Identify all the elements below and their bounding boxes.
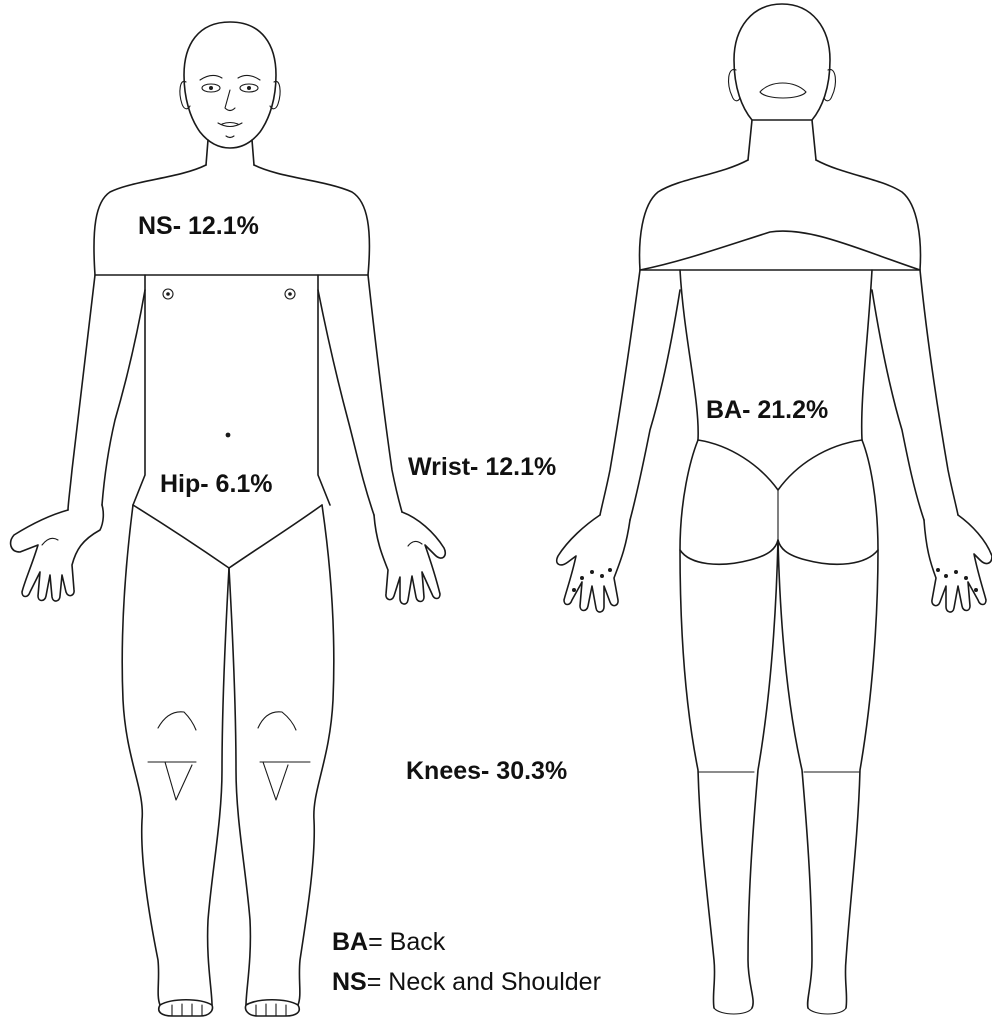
front-left-foot: [159, 1000, 213, 1016]
legend-item-neck-shoulder: NS= Neck and Shoulder: [332, 970, 601, 995]
wrist-label: Wrist- 12.1%: [408, 455, 556, 480]
legend-abbr: BA: [332, 928, 368, 956]
legend-item-back: BA= Back: [332, 930, 445, 955]
back-label: BA- 21.2%: [706, 398, 828, 423]
back-right-hand: [924, 515, 992, 612]
front-left-knee: [158, 712, 196, 730]
neck-shoulder-label: NS- 12.1%: [138, 214, 259, 239]
legend-text: = Neck and Shoulder: [367, 968, 601, 996]
back-left-hand: [557, 515, 630, 612]
front-body-figure: [11, 22, 446, 1016]
hip-label: Hip- 6.1%: [160, 472, 273, 497]
knees-label: Knees- 30.3%: [406, 759, 567, 784]
front-right-knee: [258, 712, 296, 730]
legend-text: = Back: [368, 928, 445, 956]
back-upper-region: [640, 231, 920, 270]
front-head: [184, 22, 276, 148]
back-buttocks: [680, 440, 878, 564]
back-body-figure: [557, 4, 992, 1014]
front-face: [200, 75, 260, 137]
front-right-hand: [374, 512, 445, 604]
back-head: [734, 4, 830, 120]
legend-abbr: NS: [332, 968, 367, 996]
front-left-hand: [11, 505, 104, 601]
front-right-foot: [246, 1000, 300, 1016]
